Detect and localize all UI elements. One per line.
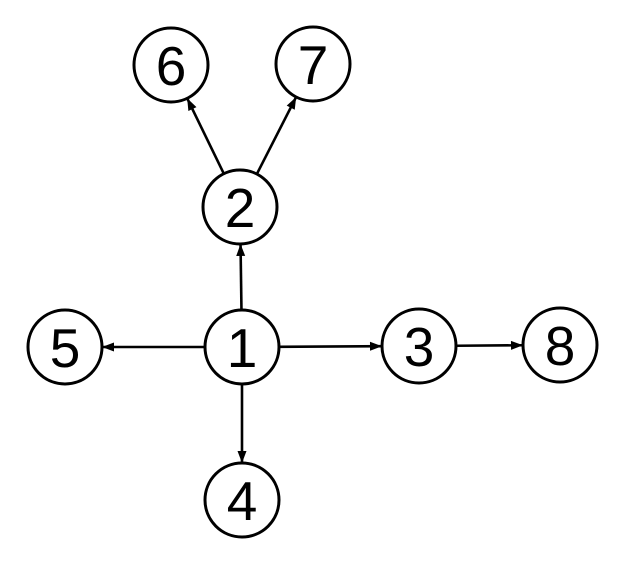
node-label-2: 2 (225, 177, 256, 239)
graph-node-5: 5 (26, 308, 104, 386)
node-circle-8 (521, 306, 599, 384)
node-label-4: 4 (227, 470, 258, 532)
graph-edge-2-6 (186, 97, 225, 175)
node-label-8: 8 (545, 315, 576, 377)
node-circle-1 (203, 308, 281, 386)
node-circle-7 (274, 25, 352, 103)
graph-node-4: 4 (203, 461, 281, 539)
node-circle-2 (201, 168, 279, 246)
node-circle-5 (26, 308, 104, 386)
node-label-5: 5 (50, 317, 81, 379)
node-label-6: 6 (156, 35, 187, 97)
graph-node-2: 2 (201, 168, 279, 246)
graph-node-1: 1 (203, 308, 281, 386)
graph-node-8: 8 (521, 306, 599, 384)
node-label-7: 7 (298, 34, 329, 96)
graph-edge-2-7 (255, 96, 298, 175)
graph-edge-1-3 (278, 341, 383, 351)
graph-node-7: 7 (274, 25, 352, 103)
graph-edge-1-2 (236, 243, 246, 311)
node-label-3: 3 (404, 316, 435, 378)
node-circle-6 (132, 26, 210, 104)
graph-node-3: 3 (380, 307, 458, 385)
node-circle-4 (203, 461, 281, 539)
node-label-1: 1 (227, 317, 258, 379)
graph-node-6: 6 (132, 26, 210, 104)
node-circle-3 (380, 307, 458, 385)
